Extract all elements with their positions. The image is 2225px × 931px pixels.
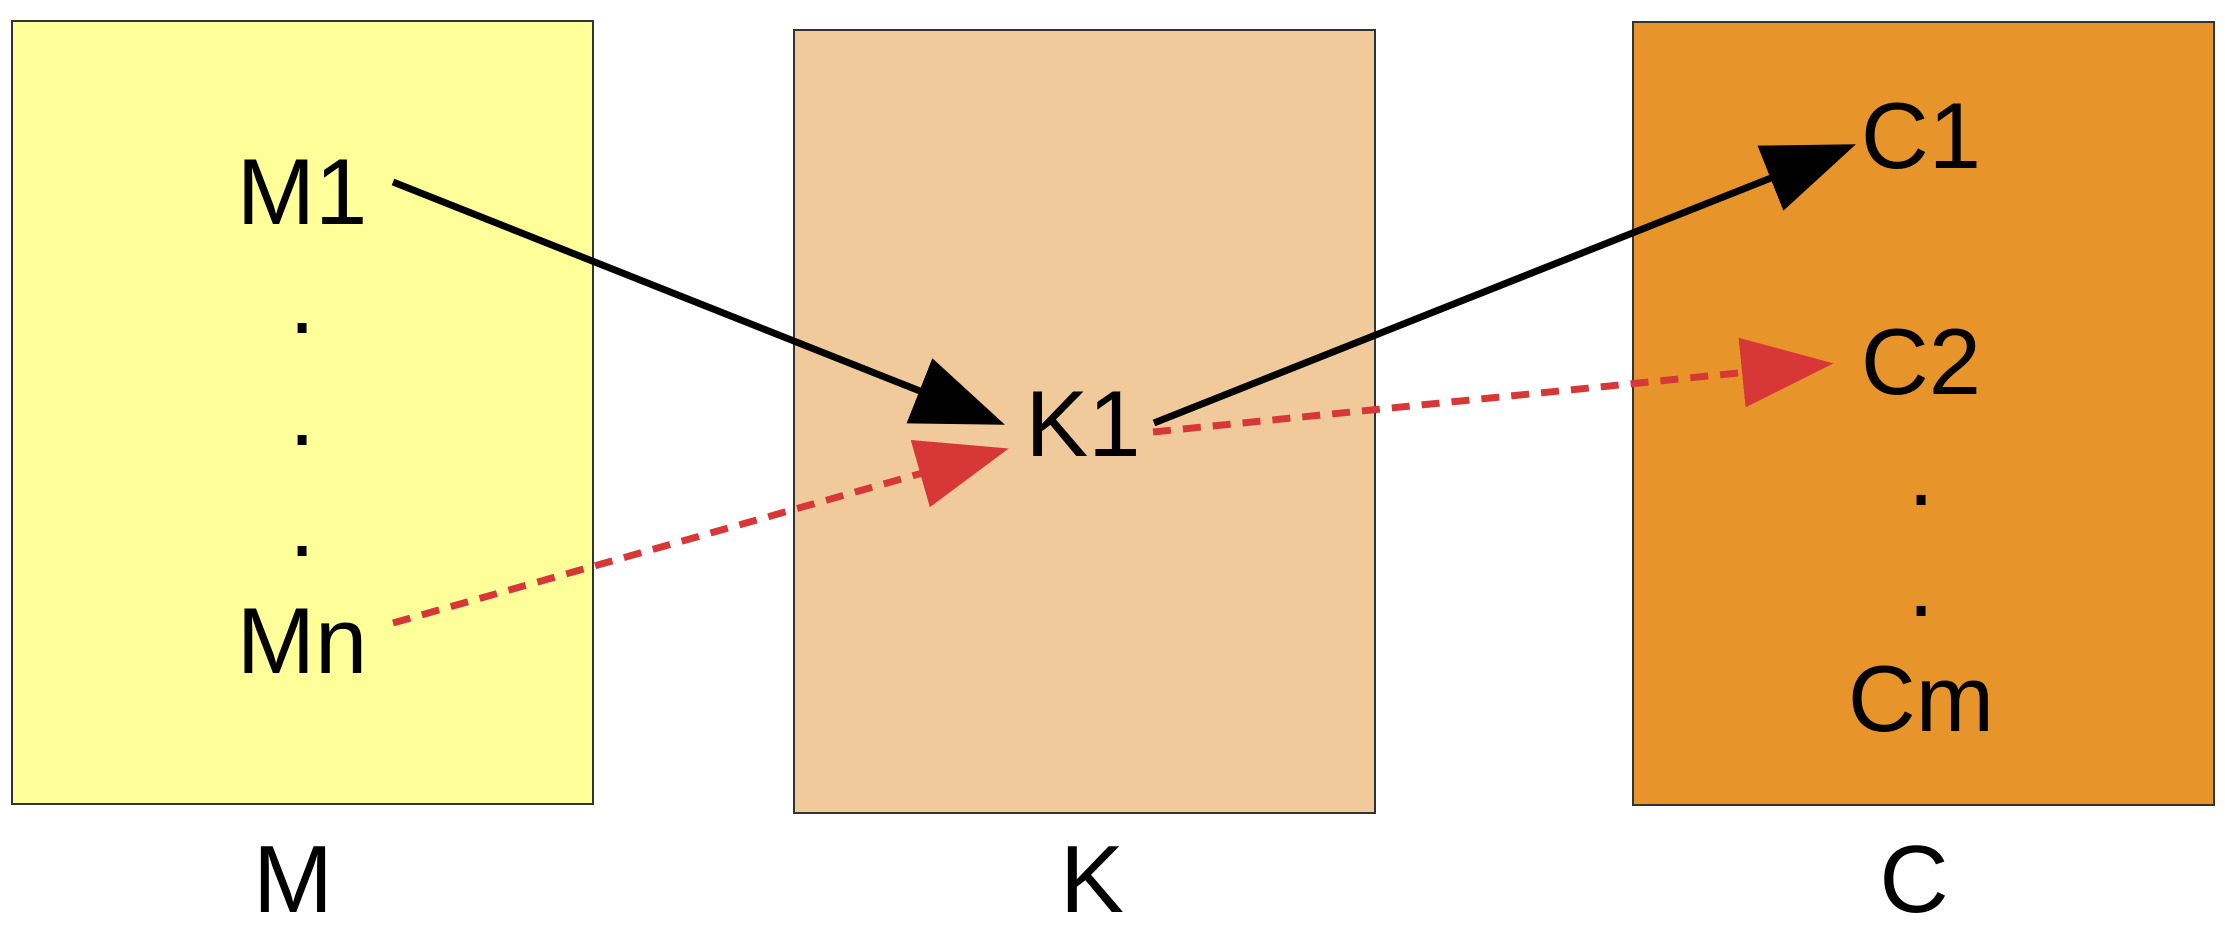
set-k-label: K: [1060, 826, 1124, 931]
node-m1: M1: [237, 139, 368, 244]
node-mn: Mn: [237, 588, 368, 693]
node-k1: K1: [1026, 371, 1141, 476]
set-m-box: [11, 20, 594, 805]
ellipsis-dot: .: [1908, 531, 1934, 636]
dashed-arrow-mn-to-k1: [392, 439, 1009, 627]
ellipsis-dot: .: [289, 471, 315, 576]
node-cm: Cm: [1848, 646, 1994, 751]
set-m-label: M: [253, 826, 333, 931]
node-c1: C1: [1861, 83, 1981, 188]
node-c2: C2: [1861, 309, 1981, 414]
set-c-box: [1632, 21, 2215, 806]
arrow-k1-to-c1: [1152, 144, 1856, 427]
ellipsis-dot: .: [289, 360, 315, 465]
arrow-m1-to-k1: [391, 178, 1005, 425]
set-c-label: C: [1879, 826, 1948, 931]
ellipsis-dot: .: [1908, 420, 1934, 525]
dashed-arrow-k1-to-c2: [1152, 337, 1834, 436]
ellipsis-dot: .: [289, 248, 315, 353]
